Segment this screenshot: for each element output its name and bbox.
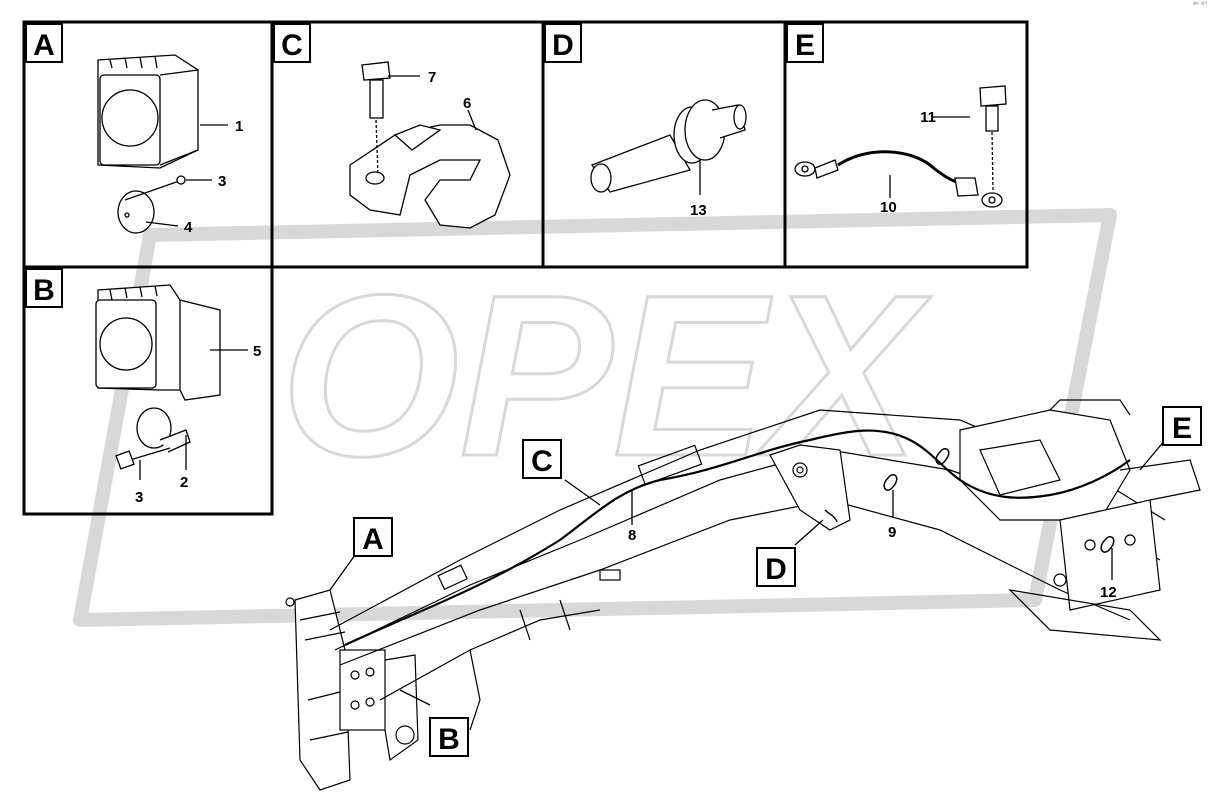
- chassis-frame: [285, 399, 1201, 791]
- panel-tab-c: C: [273, 23, 311, 63]
- part-number-2: 2: [180, 474, 188, 491]
- part-numbers: 1 3 4 5 2 3 7 6 13 11 10 8 9 12: [135, 69, 1117, 601]
- callout-a: A: [353, 517, 393, 557]
- panel-borders: [22, 20, 1029, 516]
- panel-letter-e: E: [795, 29, 815, 62]
- part-number-5: 5: [253, 343, 261, 360]
- part-number-7: 7: [428, 69, 436, 86]
- callout-letter-d: D: [765, 553, 787, 586]
- leader-lines: [139, 75, 1166, 706]
- panel-d-sensor: [590, 99, 747, 193]
- panel-letter-c: C: [281, 29, 303, 62]
- callout-c: C: [522, 439, 562, 479]
- harness-wire: [344, 429, 1131, 646]
- callout-e: E: [1162, 406, 1202, 446]
- panel-tab-d: D: [544, 23, 582, 63]
- panel-e-bolt: [979, 85, 1007, 191]
- callout-letter-e: E: [1172, 412, 1192, 445]
- panel-a-reflector: [117, 175, 186, 234]
- panel-c-clamp: [349, 124, 511, 229]
- panel-b-work-lamp: [95, 284, 221, 401]
- watermark: OPEX: [73, 208, 1117, 627]
- panel-tab-b: B: [25, 268, 63, 308]
- part-number-11: 11: [920, 109, 936, 126]
- callout-letter-c: C: [531, 445, 553, 478]
- callout-d: D: [756, 547, 796, 587]
- panel-a-work-lamp: [97, 54, 199, 169]
- part-number-9: 9: [888, 524, 896, 541]
- panel-b-reflector: [115, 407, 191, 470]
- part-number-13: 13: [690, 202, 707, 219]
- panel-e-ground-cable: [794, 150, 1003, 208]
- panel-tab-e: E: [786, 23, 824, 63]
- corner-note: ᵃᵇᶜ ᵈᵉᶠ: [1192, 2, 1207, 8]
- part-number-3-a: 3: [218, 173, 226, 190]
- part-number-3-b: 3: [135, 489, 143, 506]
- part-number-1: 1: [235, 118, 243, 135]
- panel-letter-a: A: [33, 29, 55, 62]
- callout-letter-a: A: [362, 523, 384, 556]
- part-number-4: 4: [184, 219, 193, 236]
- panel-c-bolt: [361, 61, 391, 176]
- panel-letter-d: D: [552, 29, 574, 62]
- callout-b: B: [429, 717, 469, 757]
- callout-letter-b: B: [438, 723, 460, 756]
- part-number-12: 12: [1100, 584, 1117, 601]
- part-number-10: 10: [880, 199, 897, 216]
- panel-tab-a: A: [25, 23, 63, 63]
- part-number-8: 8: [628, 527, 636, 544]
- part-number-6: 6: [463, 95, 471, 112]
- panel-letter-b: B: [33, 274, 55, 307]
